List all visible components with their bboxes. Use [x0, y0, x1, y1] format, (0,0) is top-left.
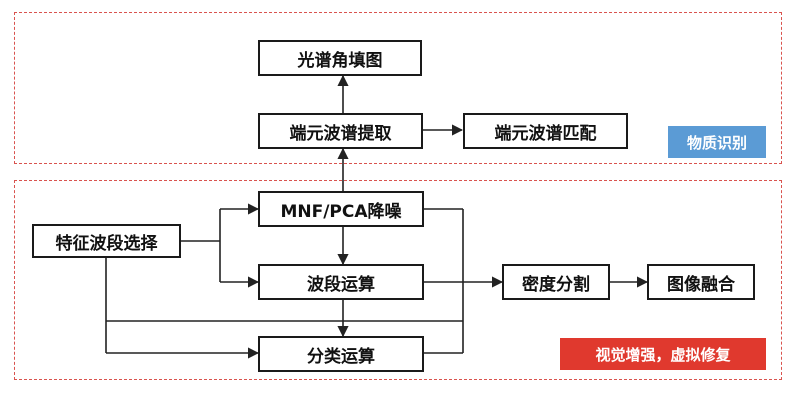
node-classification: 分类运算: [258, 336, 424, 372]
node-image-fusion: 图像融合: [647, 264, 755, 300]
node-band-math: 波段运算: [258, 264, 424, 300]
node-endmember-extract: 端元波谱提取: [258, 113, 423, 149]
node-mnf-pca: MNF/PCA降噪: [258, 191, 424, 227]
region-visual-enhancement: [14, 180, 782, 380]
tag-visual-enhancement: 视觉增强，虚拟修复: [560, 338, 766, 370]
node-feature-band: 特征波段选择: [32, 224, 181, 258]
node-spectral-angle: 光谱角填图: [258, 40, 422, 76]
tag-material-identification: 物质识别: [668, 126, 766, 158]
node-density-slice: 密度分割: [502, 264, 610, 300]
node-endmember-match: 端元波谱匹配: [463, 113, 628, 149]
region-material-identification: [14, 12, 782, 164]
